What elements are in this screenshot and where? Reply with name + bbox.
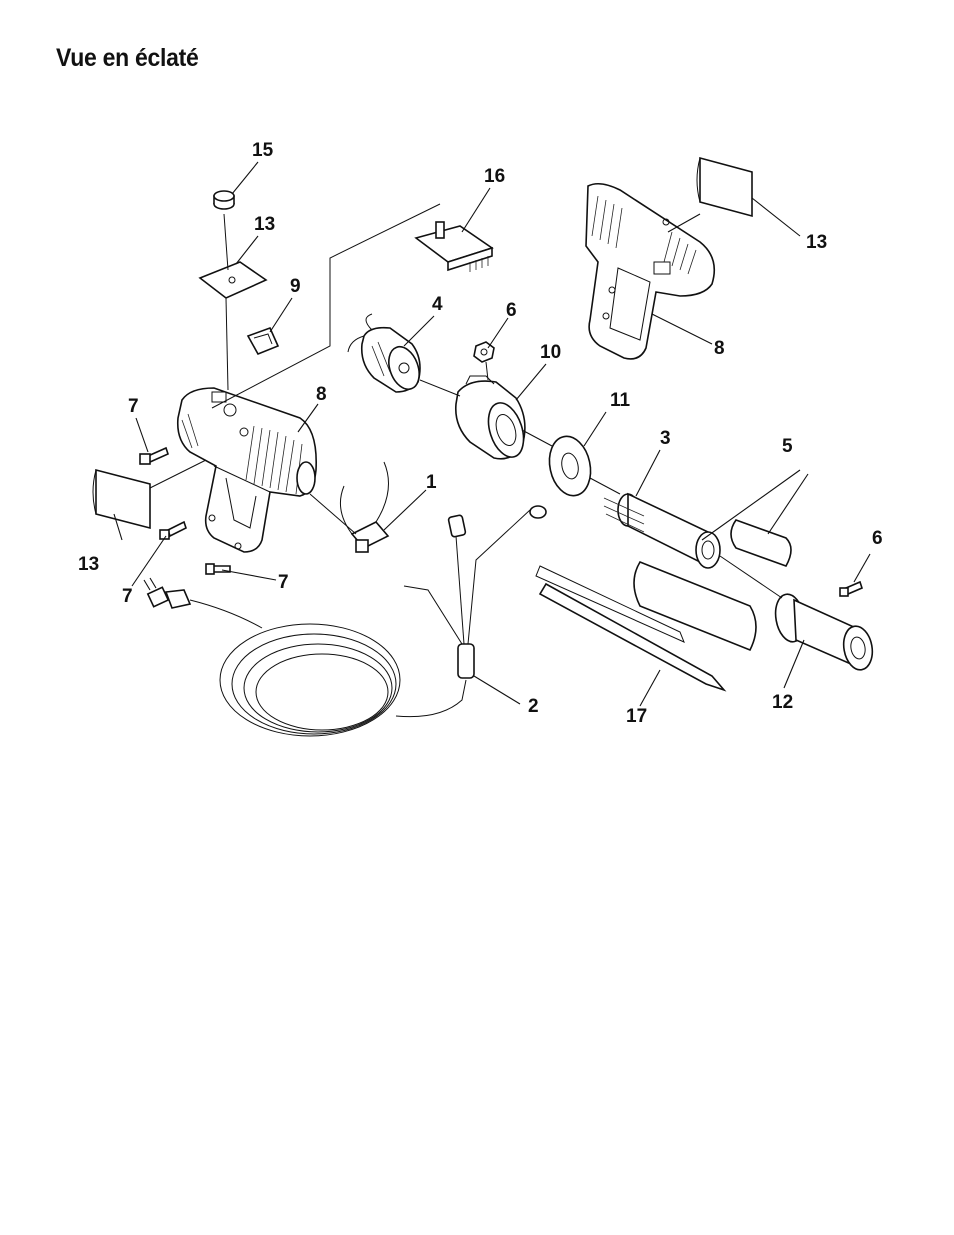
heating-element-part xyxy=(603,492,721,569)
callout-3: 3 xyxy=(660,428,671,449)
housing-right-part xyxy=(585,182,716,360)
callout-15: 15 xyxy=(252,140,274,161)
nozzle-part xyxy=(774,593,874,671)
fan-housing-part xyxy=(454,375,526,460)
callout-2: 2 xyxy=(528,696,539,717)
page-title: Vue en éclaté xyxy=(56,44,199,72)
housing-left-part xyxy=(176,387,317,553)
motor-part xyxy=(347,313,421,393)
callout-labels: 15 16 13 13 13 9 4 6 6 10 8 8 7 7 7 11 3… xyxy=(78,140,883,727)
callout-7-bottom-left: 7 xyxy=(122,586,133,607)
callout-16: 16 xyxy=(484,166,505,187)
label-strip-part xyxy=(92,156,753,530)
leader-lines xyxy=(113,161,871,707)
callout-13-right: 13 xyxy=(806,232,827,253)
callout-13-top: 13 xyxy=(254,214,275,235)
switch-board-part xyxy=(414,221,494,272)
callout-5: 5 xyxy=(782,436,793,457)
callout-6-right: 6 xyxy=(872,528,883,549)
screw-part xyxy=(139,446,863,597)
callout-7-bottom-right: 7 xyxy=(278,572,289,593)
callout-9: 9 xyxy=(290,276,301,297)
callout-13-left: 13 xyxy=(78,554,99,575)
callout-4: 4 xyxy=(432,294,443,315)
callout-12: 12 xyxy=(772,692,793,713)
knob-part xyxy=(213,190,235,210)
clip-part xyxy=(246,326,280,356)
callout-17: 17 xyxy=(626,706,647,727)
switch-part xyxy=(339,461,390,553)
callout-11: 11 xyxy=(610,390,631,411)
washer-part xyxy=(548,435,592,497)
callout-7-top: 7 xyxy=(128,396,139,417)
nut-part xyxy=(473,341,495,363)
callout-1: 1 xyxy=(426,472,437,493)
callout-6-top: 6 xyxy=(506,300,517,321)
assembly-lines xyxy=(149,203,783,599)
probe-part xyxy=(535,565,727,692)
callout-8-left: 8 xyxy=(316,384,327,405)
callout-8-right: 8 xyxy=(714,338,725,359)
power-cord-part xyxy=(143,505,547,737)
mica-insulator-part xyxy=(633,519,792,652)
callout-10: 10 xyxy=(540,342,561,363)
